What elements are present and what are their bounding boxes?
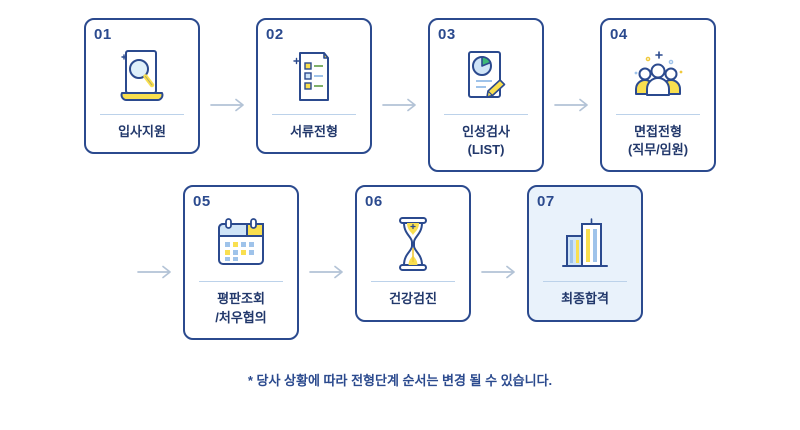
chart-document-pencil-icon xyxy=(454,44,518,110)
hourglass-icon xyxy=(381,211,445,277)
step-label: 면접전형(직무/임원) xyxy=(627,124,689,158)
step-number: 05 xyxy=(193,193,211,211)
arrow-icon xyxy=(372,98,428,112)
divider xyxy=(444,114,528,115)
recruitment-process-diagram: 01 입사지원 02 xyxy=(0,18,800,389)
step-card-04: 04 면접전형(직무/임원) xyxy=(600,18,716,173)
step-number: 03 xyxy=(438,26,456,43)
step-label: 인성검사(LIST) xyxy=(462,124,510,158)
divider xyxy=(100,114,184,115)
footnote: * 당사 상황에 따라 전형단계 순서는 변경 될 수 있습니다. xyxy=(247,372,553,388)
step-label: 입사지원 xyxy=(118,124,166,139)
document-magnifier-icon xyxy=(110,44,174,110)
divider xyxy=(543,281,627,283)
step-number: 04 xyxy=(610,26,628,43)
step-number: 06 xyxy=(365,193,383,211)
calendar-icon xyxy=(209,211,273,277)
arrow-icon xyxy=(127,265,183,279)
step-label: 건강검진 xyxy=(389,291,437,307)
arrow-icon xyxy=(200,98,256,112)
document-list-icon xyxy=(282,44,346,110)
step-card-06: 06 건강검진 xyxy=(355,185,471,322)
step-label: 서류전형 xyxy=(290,124,338,139)
step-number: 02 xyxy=(266,26,284,43)
process-row-1: 01 입사지원 02 xyxy=(0,18,800,173)
divider xyxy=(371,281,455,283)
step-card-01: 01 입사지원 xyxy=(84,18,200,155)
process-row-2: 05 xyxy=(0,185,785,340)
buildings-icon xyxy=(553,211,617,277)
divider xyxy=(199,281,283,283)
arrow-icon xyxy=(544,98,600,112)
people-group-icon xyxy=(626,44,690,110)
arrow-icon xyxy=(299,265,355,279)
divider xyxy=(272,114,356,115)
step-label: 평판조회/처우협의 xyxy=(215,291,267,325)
step-card-03: 03 인성검사(LIST) xyxy=(428,18,544,173)
step-card-05: 05 xyxy=(183,185,299,340)
arrow-icon xyxy=(471,265,527,279)
step-label: 최종합격 xyxy=(561,291,609,307)
step-number: 07 xyxy=(537,193,555,211)
step-number: 01 xyxy=(94,26,112,43)
step-card-07: 07 최종합격 xyxy=(527,185,643,322)
divider xyxy=(616,114,700,115)
step-card-02: 02 서류전형 xyxy=(256,18,372,155)
